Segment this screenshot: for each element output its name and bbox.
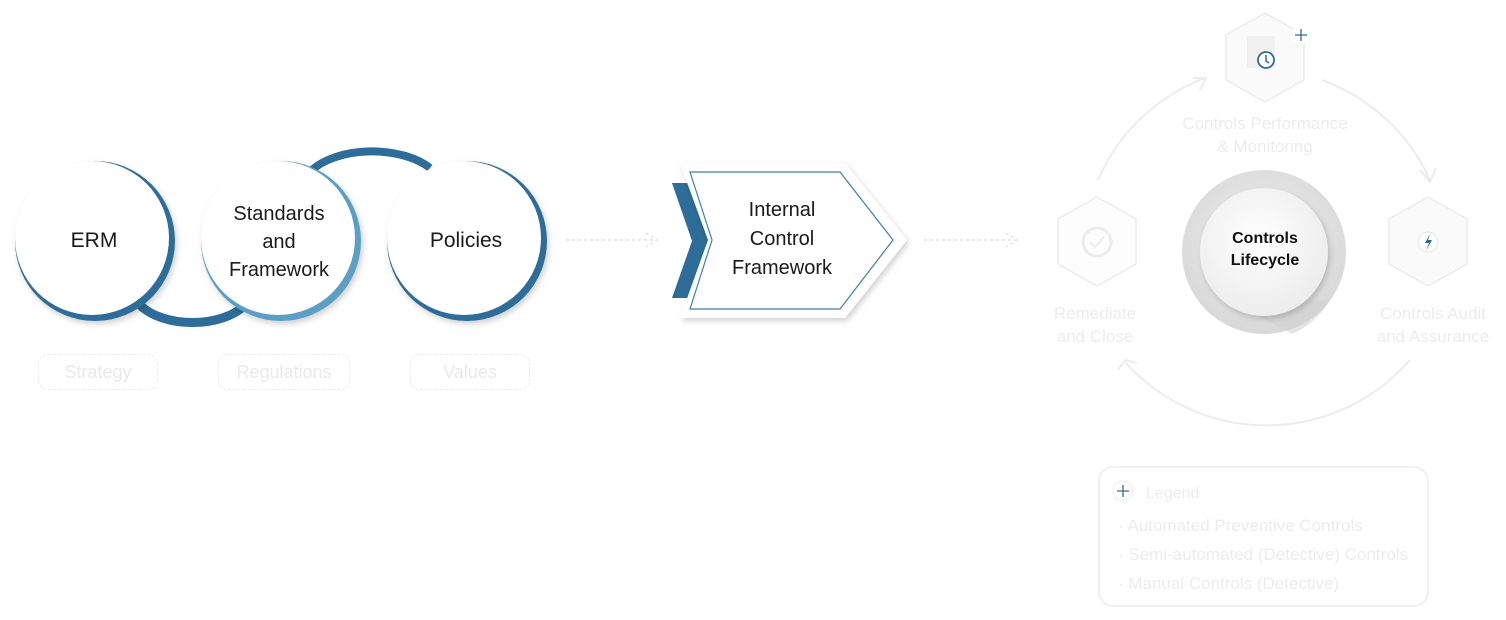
hex-audit — [1388, 196, 1468, 287]
connector-arc-upper — [309, 147, 433, 175]
internal-control-label: Internal Control Framework — [731, 199, 832, 279]
legend-item-automated: · Automated Preventive Controls — [1118, 516, 1363, 535]
legend-item-semi-automated: · Semi-automated (Detective) Controls — [1118, 545, 1409, 564]
connector-arc-lower — [136, 299, 249, 328]
internal-control-chevron — [672, 163, 907, 318]
policies-label: Policies — [429, 229, 503, 252]
lifecycle-center-label: Controls Lifecycle — [1230, 230, 1300, 269]
hex-remediate — [1057, 196, 1137, 287]
legend-item-manual: · Manual Controls (Detective) — [1118, 574, 1340, 593]
legend-title: Legend — [1146, 485, 1200, 502]
values-tag: Values — [410, 354, 530, 390]
audit-label: Controls Audit and Assurance — [1376, 304, 1490, 346]
standards-circle — [201, 161, 361, 321]
faded-arrow-1 — [566, 232, 659, 248]
lifecycle-ring — [1097, 77, 1437, 427]
performance-label: Controls Performance & Monitoring — [1182, 114, 1348, 156]
hex-performance — [1225, 12, 1305, 103]
lifecycle-center-disc — [1182, 170, 1346, 334]
plus-badge-top — [1292, 26, 1310, 44]
regulations-tag: Regulations — [218, 354, 350, 390]
remediate-label: Remediate and Close — [1053, 304, 1137, 346]
strategy-tag: Strategy — [38, 354, 158, 390]
policies-circle — [387, 161, 547, 321]
faded-arrow-2 — [924, 232, 1019, 248]
erm-label: ERM — [70, 229, 118, 252]
standards-label: Standards and Framework — [228, 203, 329, 281]
erm-circle — [15, 161, 175, 321]
legend-box — [1098, 466, 1429, 607]
